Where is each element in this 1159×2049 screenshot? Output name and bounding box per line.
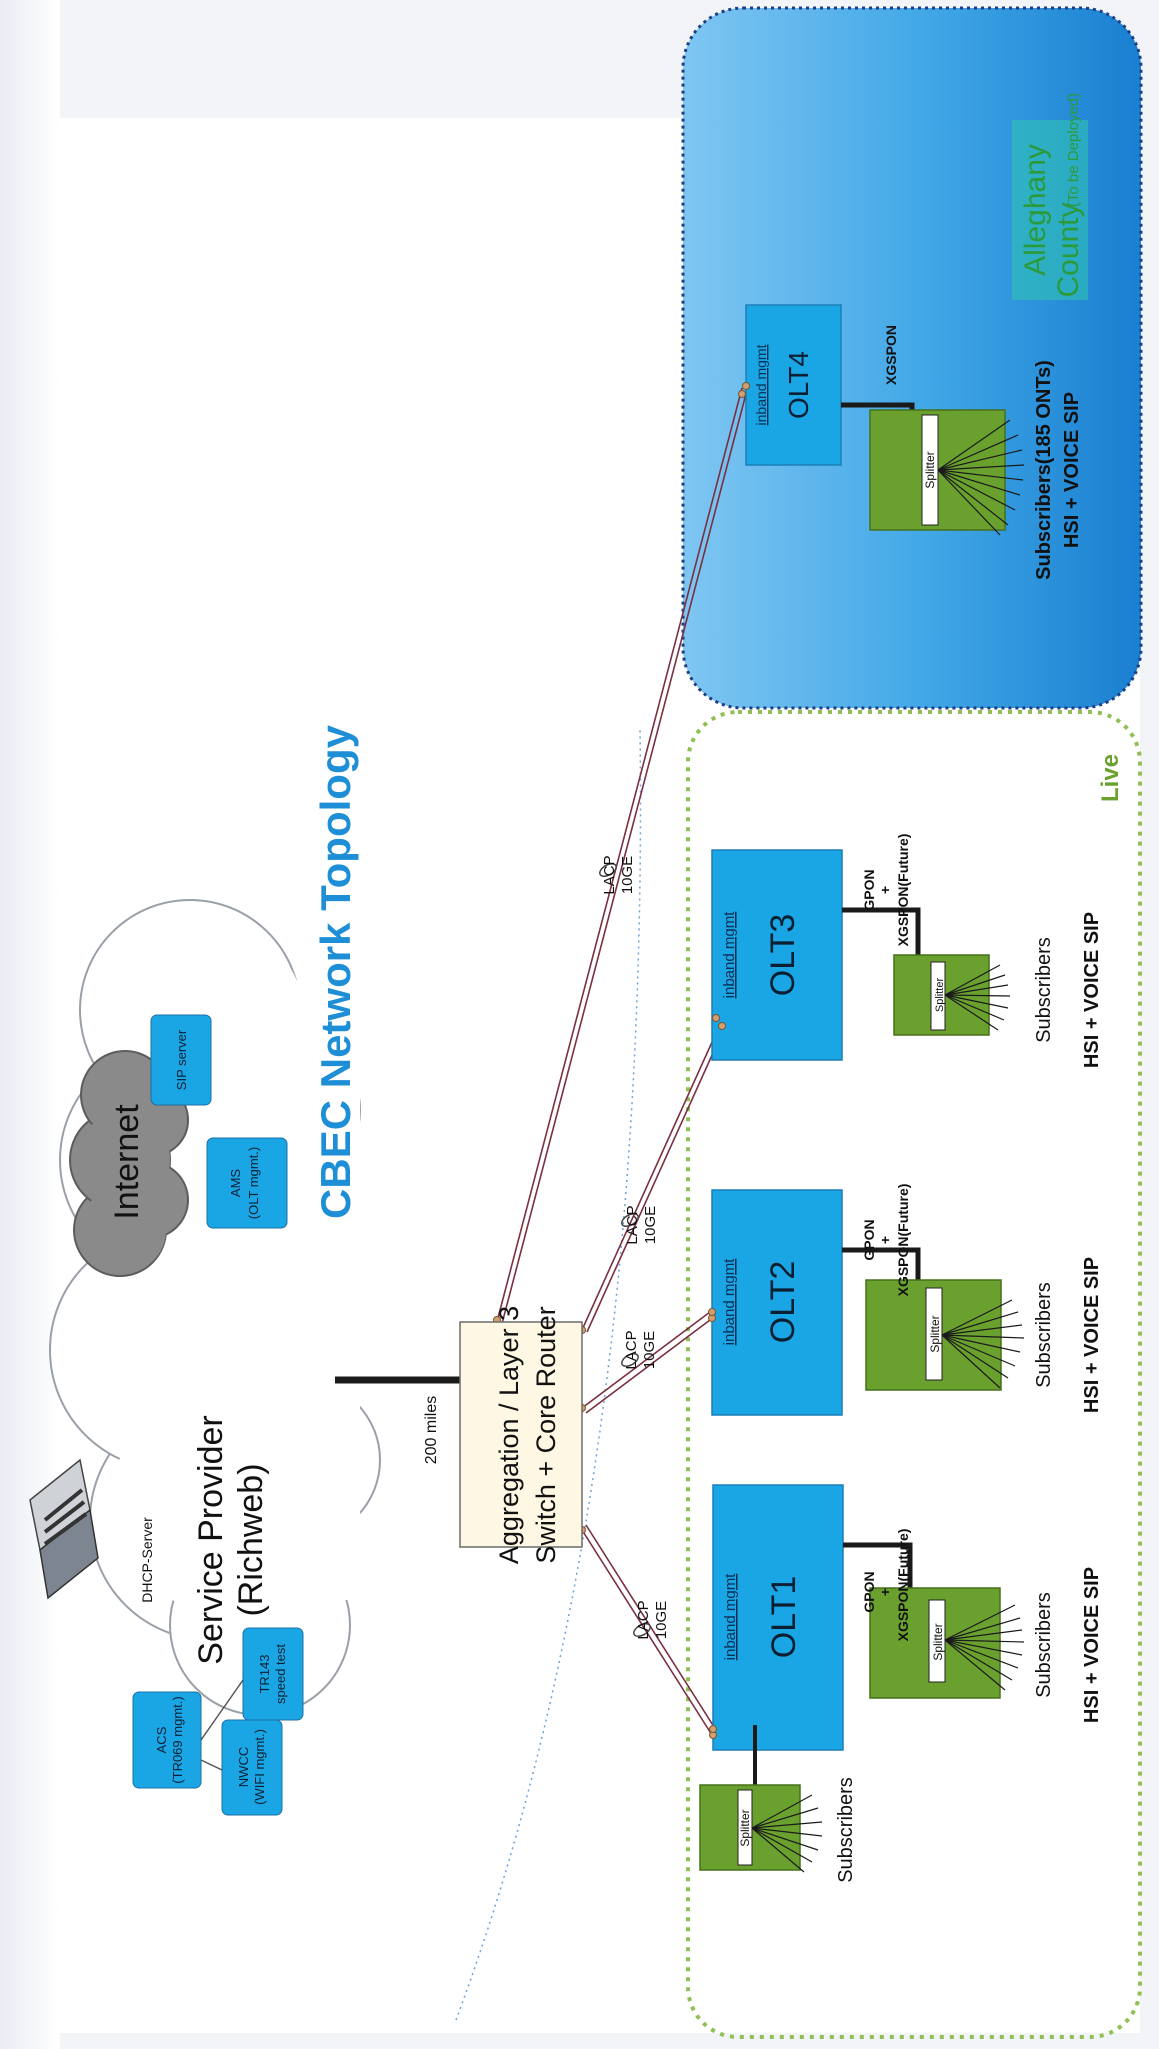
lacp-label-olt3: LACP: [624, 1205, 641, 1244]
ams-box-line2: (OLT mgmt.): [246, 1147, 261, 1219]
olt3-pon1: GPON: [861, 869, 877, 910]
olt4-splitter: Splitter: [923, 451, 937, 488]
service-provider-label: Service Provider: [192, 1415, 230, 1664]
acs-box-line2: (TR069 mgmt.): [170, 1696, 185, 1783]
olt1-pon2: XGSPON(Future): [895, 1529, 911, 1642]
olt1-splitter: Splitter: [931, 1623, 945, 1660]
olt2-pon2: XGSPON(Future): [895, 1184, 911, 1297]
router-label-line2: Switch + Core Router: [531, 1306, 561, 1563]
nwcc-box-line1: NWCC: [236, 1747, 251, 1787]
lacp-label-olt2: LACP: [623, 1330, 640, 1369]
county-name-line1: Alleghany: [1019, 144, 1052, 276]
tr143-box-line2: speed test: [273, 1644, 288, 1704]
olt3-plus: +: [877, 886, 893, 894]
diagram-title: CBEC Network Topology: [312, 724, 359, 1219]
router-label-line1: Aggregation / Layer 3: [494, 1306, 524, 1564]
olt4-box: [745, 304, 842, 466]
extra-splitter-label: Splitter: [738, 1809, 752, 1846]
county-note: (To be Deployed): [1065, 93, 1082, 207]
olt3-splitter: Splitter: [934, 978, 946, 1013]
olt1-box: [712, 1484, 844, 1751]
sp-boxes: [132, 1014, 304, 1816]
olt2-plus: +: [877, 1236, 893, 1244]
tr143-box-line1: TR143: [257, 1654, 272, 1693]
county-label-highlight: [1012, 120, 1088, 300]
olt2-service: HSI + VOICE SIP: [1081, 1257, 1103, 1413]
live-label: Live: [1097, 754, 1124, 802]
internet-cloud: [69, 1050, 189, 1277]
live-region: [686, 710, 1142, 2039]
extra-subscribers-label: Subscribers: [835, 1777, 857, 1883]
olt2-pon1: GPON: [861, 1219, 877, 1260]
olt2-splitter: Splitter: [928, 1315, 942, 1352]
olt1-subscribers: Subscribers: [1033, 1592, 1055, 1698]
olt3-pon2: XGSPON(Future): [895, 834, 911, 947]
boundary-arc: [455, 729, 642, 2021]
subscriber-fans: [751, 419, 1025, 1873]
olt3-service: HSI + VOICE SIP: [1081, 912, 1103, 1068]
lacp-speed-olt1: 10GE: [653, 1601, 670, 1639]
olt2-mgmt-label: inband mgmt: [721, 1258, 738, 1346]
olt4-pon1: XGSPON: [883, 325, 899, 385]
olt3-subscribers: Subscribers: [1033, 937, 1055, 1043]
olt2-box: [711, 1189, 843, 1416]
distance-label: 200 miles: [423, 1396, 440, 1464]
lacp-label-olt1: LACP: [635, 1600, 652, 1639]
dhcp-server-icon: [29, 1458, 99, 1600]
left-shade: [0, 0, 60, 2049]
service-provider-name: (Richweb): [232, 1463, 270, 1616]
lacp-speed-olt2: 10GE: [641, 1331, 658, 1369]
olt4-subscribers: Subscribers(185 ONTs): [1033, 360, 1055, 580]
lacp-speed-olt4: 10GE: [619, 856, 636, 894]
ams-box-line1: AMS: [228, 1169, 243, 1198]
lacp-speed-olt3: 10GE: [642, 1206, 659, 1244]
olt2-subscribers: Subscribers: [1033, 1282, 1055, 1388]
acs-box-line1: ACS: [154, 1726, 169, 1753]
sip-server-box-label: SIP server: [174, 1029, 189, 1090]
olt1-name: OLT1: [765, 1576, 803, 1659]
olt1-pon1: GPON: [861, 1571, 877, 1612]
dhcp-server-label: DHCP-Server: [139, 1517, 155, 1603]
olt1-service: HSI + VOICE SIP: [1081, 1567, 1103, 1723]
nwcc-box-line2: (WIFI mgmt.): [252, 1729, 267, 1805]
olt3-box: [711, 849, 843, 1061]
aggregation-router-box: [459, 1321, 583, 1548]
olt2-name: OLT2: [764, 1261, 802, 1344]
olt4-mgmt-label: inband mgmt: [753, 344, 769, 425]
olt4-service: HSI + VOICE SIP: [1061, 392, 1083, 548]
internet-label: Internet: [108, 1104, 146, 1220]
lacp-ovals: [599, 863, 651, 1637]
olt3-mgmt-label: inband mgmt: [721, 911, 738, 999]
olt3-name: OLT3: [764, 914, 802, 997]
county-name-line2: County: [1052, 202, 1085, 297]
olt1-mgmt-label: inband mgmt: [722, 1573, 739, 1661]
lacp-label-olt4: LACP: [601, 855, 618, 894]
olt4-name: OLT4: [783, 351, 814, 419]
olt1-plus: +: [877, 1588, 893, 1596]
